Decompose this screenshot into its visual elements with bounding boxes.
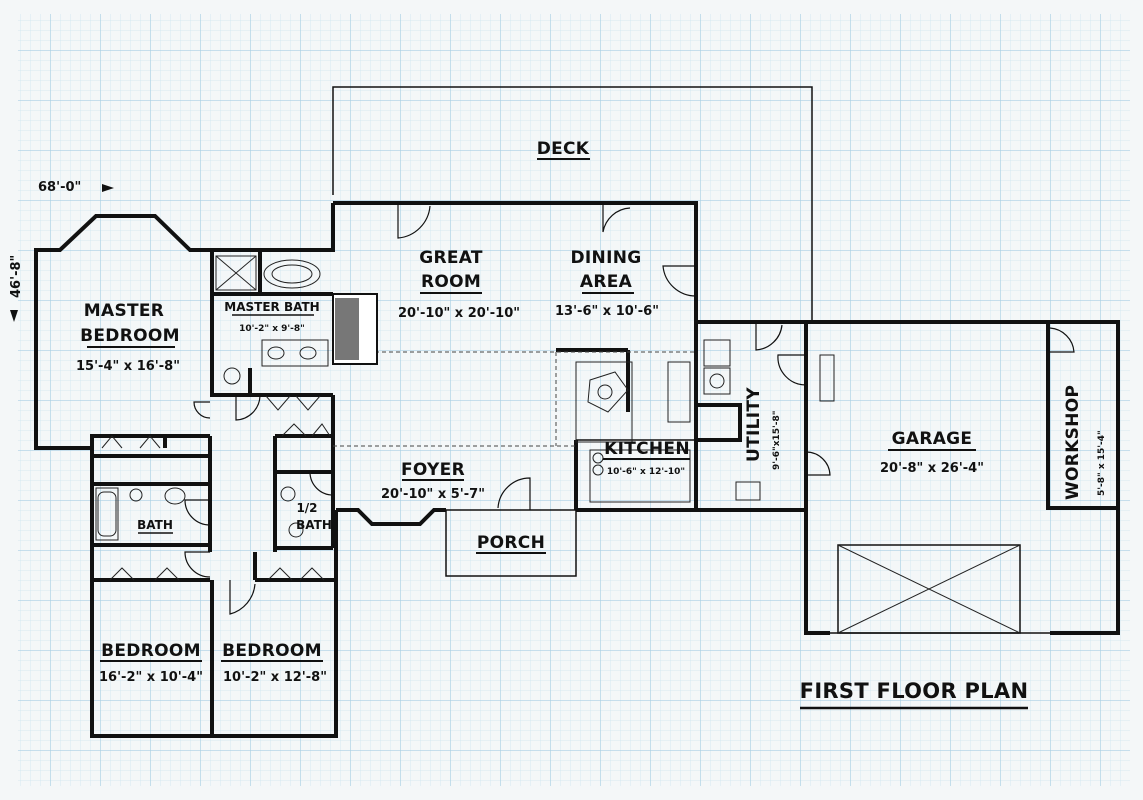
graph-paper-grid — [18, 14, 1130, 786]
dimension-markers: 68'-0" 46'-8" — [9, 180, 114, 322]
half-bath-label-line1: 1/2 — [296, 501, 317, 515]
utility-dims: 9'-6"x15'-8" — [772, 411, 782, 470]
master-bedroom-label-line2: BEDROOM — [80, 326, 180, 346]
plan-title: FIRST FLOOR PLAN — [800, 679, 1029, 710]
depth-arrow-icon — [10, 310, 18, 322]
dining-area-label-line1: DINING — [571, 248, 642, 268]
doors — [184, 203, 1075, 615]
kitchen-label: KITCHEN — [604, 439, 690, 459]
bedroom-2-label: BEDROOM — [222, 641, 322, 661]
master-bath-dims: 10'-2" x 9'-8" — [239, 324, 305, 334]
width-arrow-icon — [102, 184, 114, 192]
closet-doors — [101, 395, 331, 581]
fixtures — [95, 255, 835, 541]
foyer-label: FOYER — [401, 460, 465, 480]
kitchen-dims: 10'-6" x 12'-10" — [607, 467, 685, 477]
dining-area-dims: 13'-6" x 10'-6" — [555, 304, 659, 319]
interior-walls — [90, 250, 742, 736]
exterior-walls — [34, 201, 808, 738]
utility-label: UTILITY — [744, 387, 764, 462]
porch-label: PORCH — [477, 533, 545, 553]
foyer-dims: 20'-10" x 5'-7" — [381, 487, 485, 502]
depth-dimension-label: 46'-8" — [9, 255, 24, 298]
workshop-dims: 5'-8" x 15'-4" — [1097, 430, 1107, 496]
half-bath-label-line2: BATH — [296, 518, 332, 532]
floor-plan-title: FIRST FLOOR PLAN — [800, 679, 1029, 703]
workshop-label: WORKSHOP — [1063, 385, 1083, 500]
bedroom-1-dims: 16'-2" x 10'-4" — [99, 670, 203, 685]
great-room-dims: 20'-10" x 20'-10" — [398, 306, 520, 321]
bedroom-2-dims: 10'-2" x 12'-8" — [223, 670, 327, 685]
great-room-label-line2: ROOM — [421, 272, 481, 292]
fireplace — [332, 293, 378, 365]
garage-door — [837, 544, 1021, 634]
bedroom-1-label: BEDROOM — [101, 641, 201, 661]
garage-label: GARAGE — [892, 429, 973, 449]
master-bedroom-label-line1: MASTER — [84, 301, 164, 321]
dashed-lines — [333, 351, 696, 447]
room-labels: DECK GREAT ROOM 20'-10" x 20'-10" DINING… — [76, 139, 1107, 685]
master-bedroom-dims: 15'-4" x 16'-8" — [76, 359, 180, 374]
porch — [445, 509, 577, 577]
dining-area-label-line2: AREA — [580, 272, 633, 292]
deck-label: DECK — [537, 139, 590, 159]
bath-label: BATH — [137, 518, 173, 532]
master-bath-label: MASTER BATH — [224, 300, 319, 314]
garage-dims: 20'-8" x 26'-4" — [880, 461, 984, 476]
width-dimension-label: 68'-0" — [38, 180, 81, 195]
deck — [332, 86, 813, 322]
great-room-label-line1: GREAT — [419, 248, 483, 268]
